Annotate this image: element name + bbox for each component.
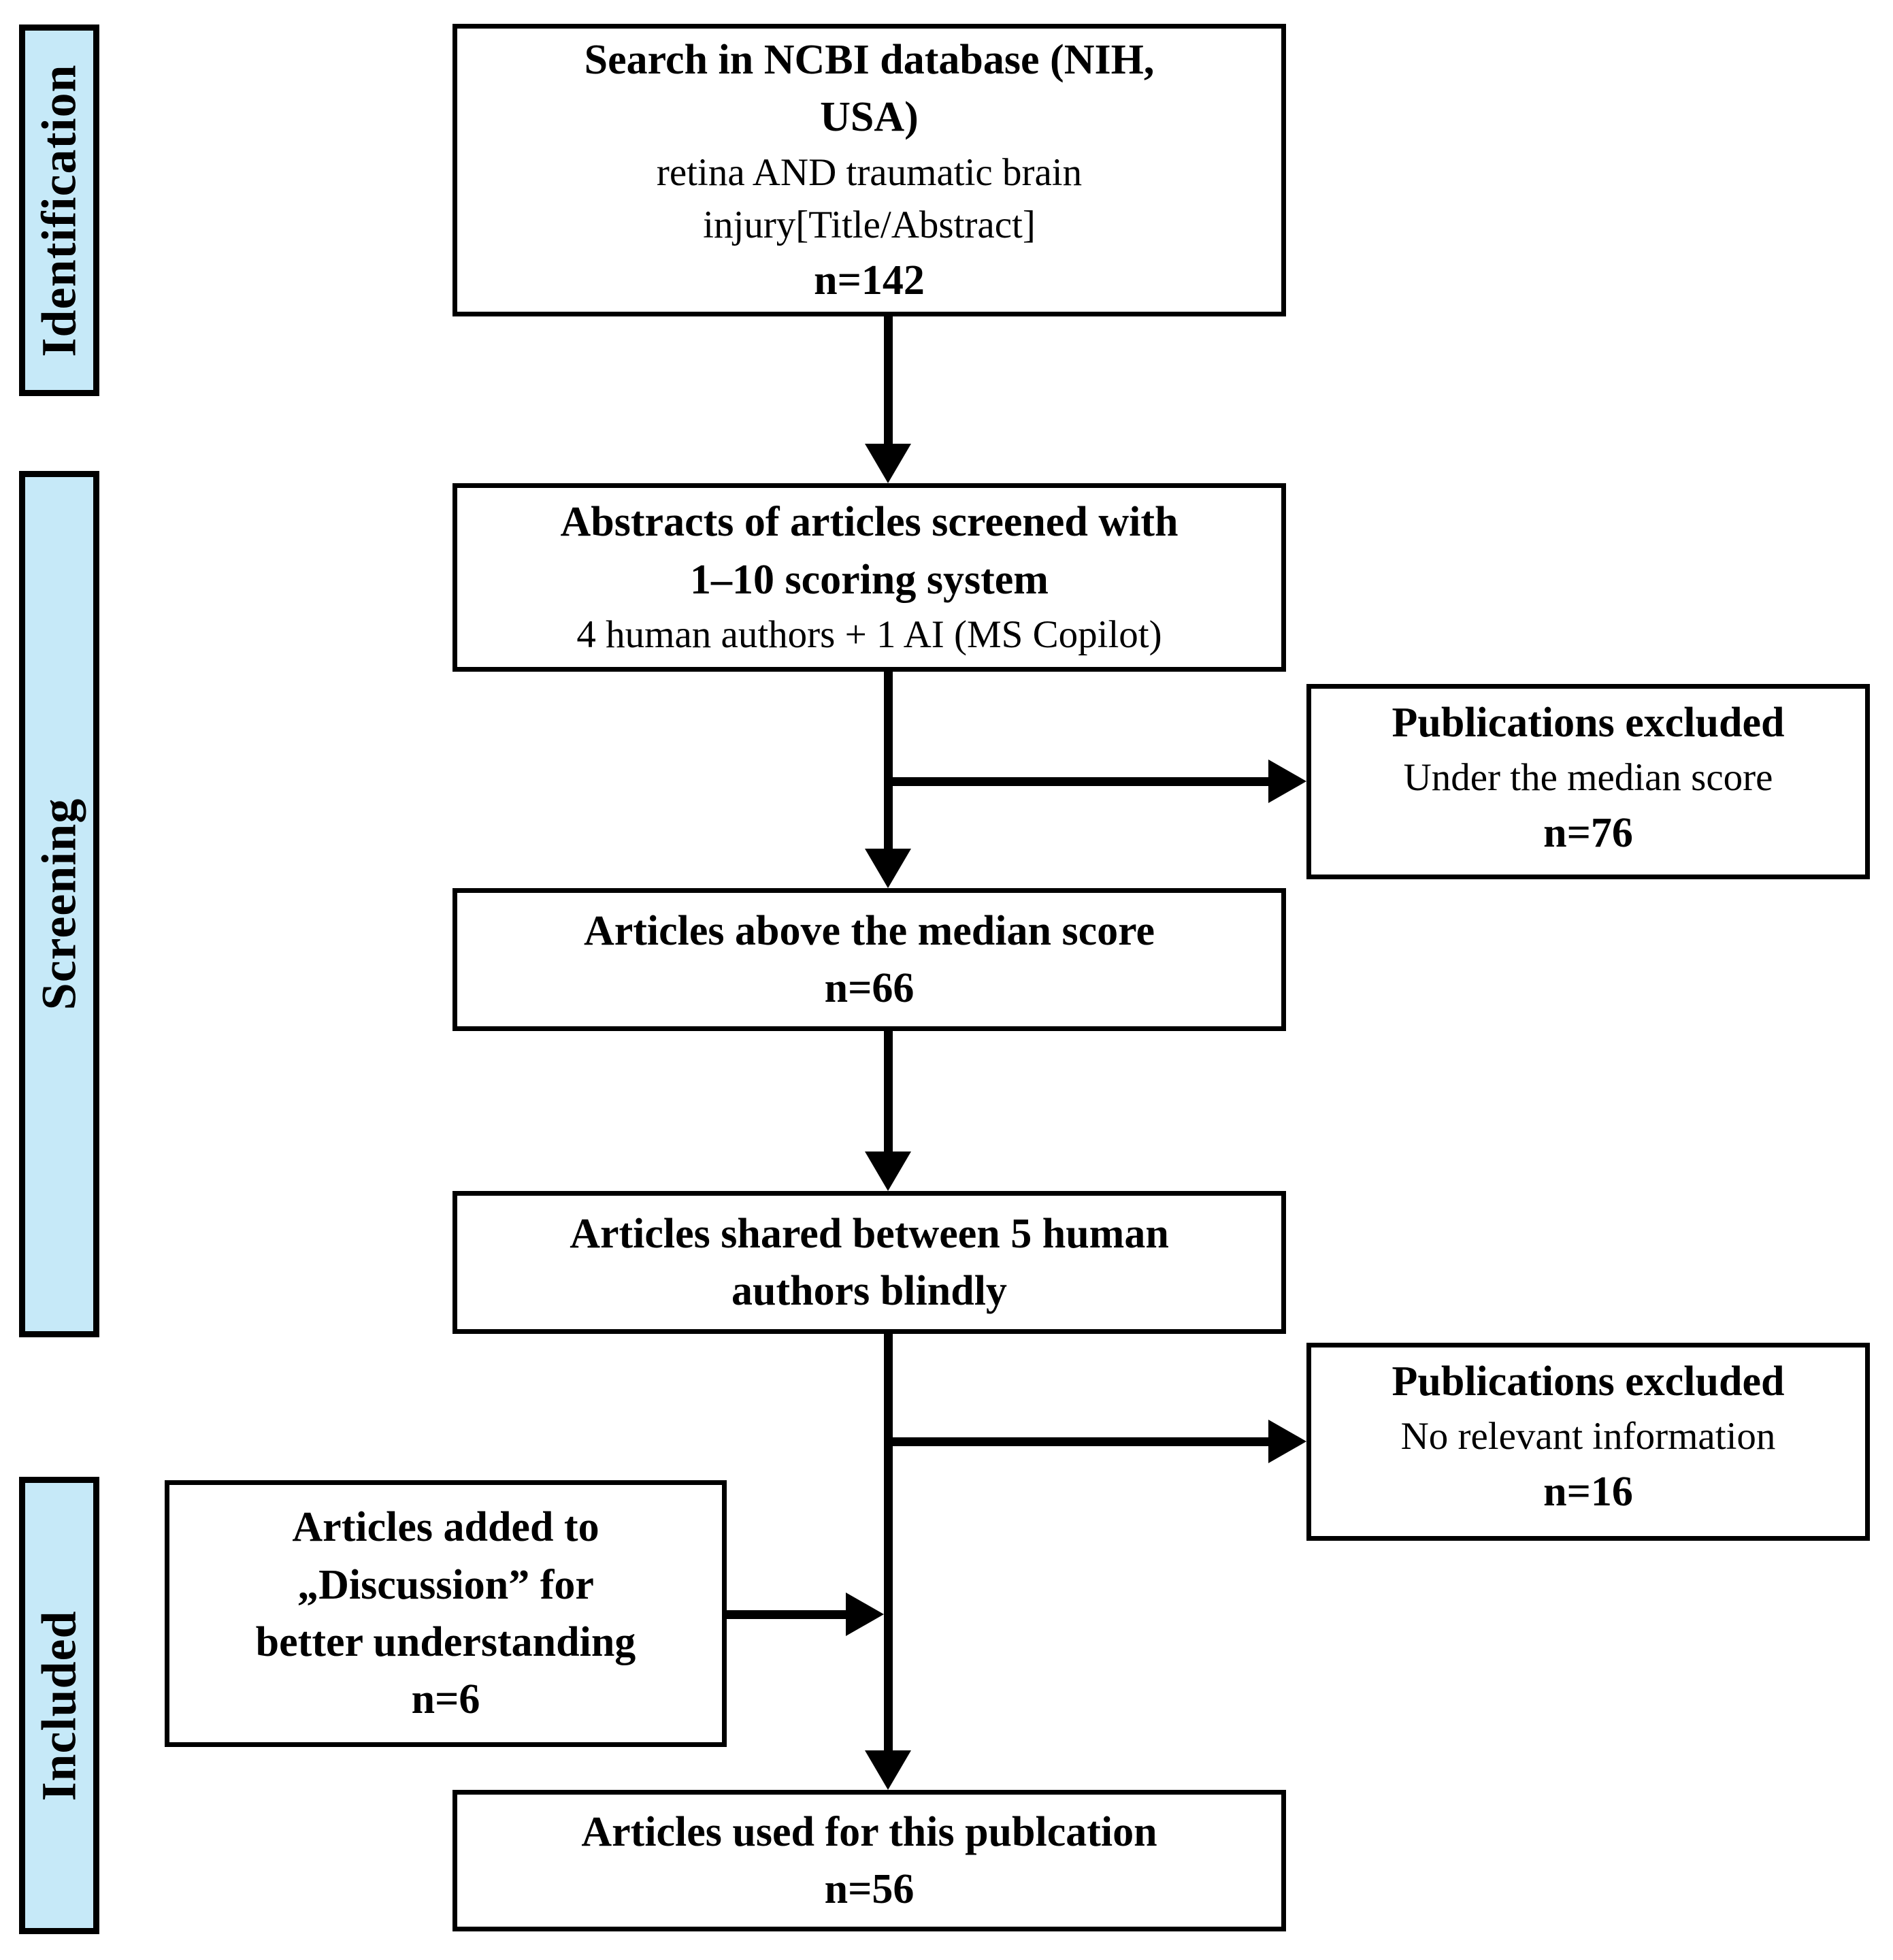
shared-blindly-box: Articles shared between 5 human authors … bbox=[452, 1191, 1286, 1334]
stage-identification-label: Identification bbox=[31, 63, 86, 357]
stage-included-label: Included bbox=[31, 1610, 86, 1801]
used-title: Articles used for this publcation bbox=[581, 1808, 1157, 1855]
connector-above-median-to-shared bbox=[884, 1031, 893, 1152]
arrow-down-icon bbox=[865, 1750, 911, 1790]
excluded-under-median-box: Publications excluded Under the median s… bbox=[1306, 684, 1870, 879]
excluded-median-count: n=76 bbox=[1543, 809, 1633, 856]
above-median-count: n=66 bbox=[824, 965, 915, 1011]
arrow-down-icon bbox=[865, 444, 911, 483]
used-count: n=56 bbox=[824, 1866, 915, 1912]
abstracts-detail: 4 human authors + 1 AI (MS Copilot) bbox=[576, 613, 1162, 657]
excluded-no-relevant-box: Publications excluded No relevant inform… bbox=[1306, 1343, 1870, 1541]
stage-identification: Identification bbox=[19, 24, 99, 396]
connector-shared-to-used bbox=[884, 1334, 893, 1750]
search-query-line-2: injury[Title/Abstract] bbox=[703, 203, 1036, 247]
abstracts-screened-box: Abstracts of articles screened with 1–10… bbox=[452, 483, 1286, 672]
connector-added-to-main bbox=[727, 1610, 846, 1619]
shared-title-line-1: Articles shared between 5 human bbox=[570, 1210, 1169, 1257]
above-median-title: Articles above the median score bbox=[583, 907, 1155, 954]
added-title-line-3: better understanding bbox=[255, 1619, 636, 1665]
arrow-down-icon bbox=[865, 1152, 911, 1191]
added-count: n=6 bbox=[411, 1676, 480, 1723]
abstracts-title-line-1: Abstracts of articles screened with bbox=[560, 499, 1179, 546]
abstracts-title-line-2: 1–10 scoring system bbox=[690, 556, 1049, 603]
added-title-line-1: Articles added to bbox=[292, 1504, 599, 1551]
arrow-right-icon bbox=[846, 1592, 884, 1636]
search-title-line-2: USA) bbox=[820, 94, 919, 141]
stage-screening: Screening bbox=[19, 471, 99, 1337]
connector-abstracts-to-above-median bbox=[884, 672, 893, 849]
excluded-relevance-count: n=16 bbox=[1543, 1468, 1633, 1515]
shared-title-line-2: authors blindly bbox=[731, 1268, 1007, 1314]
excluded-median-title: Publications excluded bbox=[1392, 700, 1785, 746]
excluded-median-detail: Under the median score bbox=[1403, 756, 1773, 800]
arrow-down-icon bbox=[865, 849, 911, 888]
added-discussion-box: Articles added to „Discussion” for bette… bbox=[165, 1480, 727, 1747]
above-median-box: Articles above the median score n=66 bbox=[452, 888, 1286, 1031]
stage-screening-label: Screening bbox=[31, 798, 86, 1011]
search-count: n=142 bbox=[814, 257, 925, 304]
connector-branch-to-excluded-median bbox=[884, 777, 1270, 786]
search-query-line-1: retina AND traumatic brain bbox=[656, 150, 1083, 194]
connector-search-to-abstracts bbox=[884, 316, 893, 446]
stage-included: Included bbox=[19, 1477, 99, 1934]
search-box: Search in NCBI database (NIH, USA) retin… bbox=[452, 24, 1286, 316]
search-title-line-1: Search in NCBI database (NIH, bbox=[584, 37, 1155, 84]
excluded-relevance-title: Publications excluded bbox=[1392, 1358, 1785, 1405]
connector-branch-to-excluded-relevance bbox=[884, 1437, 1270, 1446]
added-title-line-2: „Discussion” for bbox=[297, 1561, 594, 1608]
excluded-relevance-detail: No relevant information bbox=[1400, 1415, 1776, 1458]
arrow-right-icon bbox=[1268, 1420, 1306, 1463]
arrow-right-icon bbox=[1268, 760, 1306, 803]
used-publication-box: Articles used for this publcation n=56 bbox=[452, 1790, 1286, 1931]
